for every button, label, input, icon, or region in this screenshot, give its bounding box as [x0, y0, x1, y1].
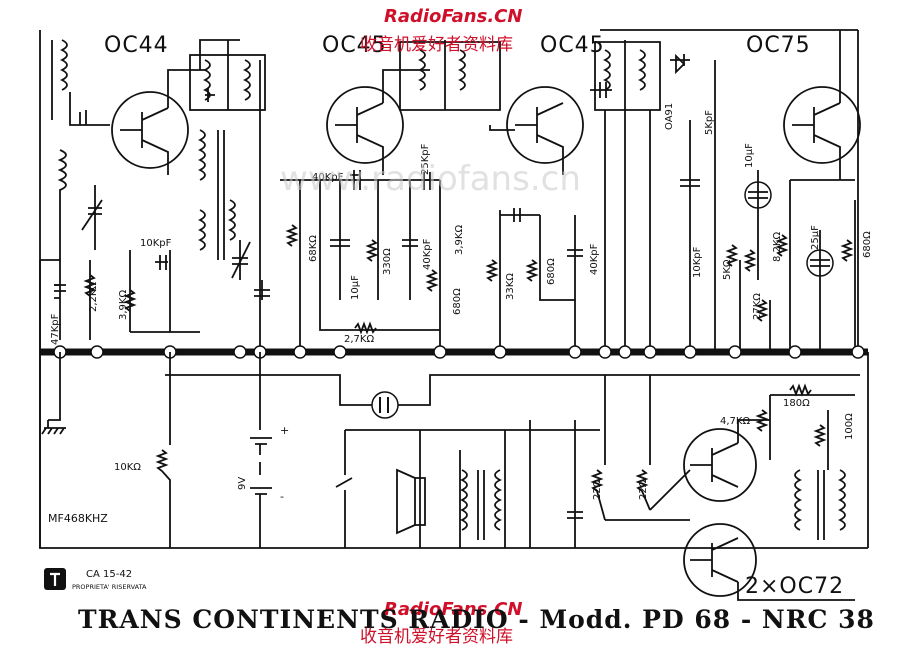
- label-c-10uf-b: 10μF: [744, 143, 755, 168]
- manufacturer-logo: [44, 568, 66, 590]
- transistor-oc45-a-label: OC45: [322, 33, 387, 58]
- label-r-680c: 680Ω: [862, 231, 873, 258]
- battery-plus-sign: +: [280, 424, 289, 437]
- watermark-site-bottom: RadioFans.CN: [384, 599, 522, 620]
- logo-code: CA 15-42: [86, 569, 132, 580]
- label-r-330: 330Ω: [382, 248, 393, 275]
- stage-oc45-b: OC45 33KΩ 680Ω 40KpF OA91 5KpF: [485, 33, 715, 352]
- label-c-5kpf: 5KpF: [704, 110, 715, 135]
- label-c-40kpf-b: 40KpF: [422, 238, 433, 270]
- watermark-faint: www.radiofans.cn: [280, 159, 581, 199]
- watermark-chinese-bottom: 收音机爱好者资料库: [360, 627, 513, 647]
- label-c-40kpf-a: 40KpF: [312, 172, 344, 183]
- stage-oc45-a: OC45 40KpF 25KpF 68KΩ 10μF 330Ω 40KpF 3,…: [280, 33, 501, 352]
- stage-oc44: OC44 47KpF 2,2KΩ: [40, 33, 240, 345]
- label-r-680a: 680Ω: [452, 288, 463, 315]
- label-r-3k9a: 3,9KΩ: [118, 290, 129, 320]
- bus-junctions: [53, 345, 865, 359]
- electrolytic-bypass: [371, 391, 399, 419]
- transistor-oc75-label: OC75: [746, 33, 811, 58]
- stage-oc75: OC75 10μF 10KpF 5KΩ 8,2KΩ 25μF 680Ω 27KΩ: [680, 30, 873, 352]
- label-r-22b: 22Ω: [638, 479, 649, 500]
- transistor-oc44-label: OC44: [104, 33, 169, 58]
- electrolytic-25uf: [806, 249, 834, 277]
- label-r-8k2: 8,2KΩ: [772, 232, 783, 262]
- label-r-33k: 33KΩ: [505, 273, 516, 300]
- label-r-180: 180Ω: [783, 398, 810, 409]
- label-r-680b: 680Ω: [546, 258, 557, 285]
- label-r-5k: 5KΩ: [722, 259, 733, 280]
- label-c-25uf: 25μF: [810, 225, 821, 250]
- watermark-chinese-top: 收音机爱好者资料库: [360, 35, 513, 55]
- electrolytic-10uf-b: [744, 181, 772, 209]
- label-r-22a: 22Ω: [592, 479, 603, 500]
- if-transformer-1: [123, 40, 270, 352]
- label-c-10kpf-b: 10KpF: [692, 246, 703, 278]
- label-r-2k2: 2,2KΩ: [88, 282, 99, 312]
- label-c-47kpf: 47KpF: [50, 313, 61, 345]
- label-c-10uf-a: 10μF: [350, 275, 361, 300]
- watermark-site-top: RadioFans.CN: [384, 6, 522, 27]
- label-r-4k7: 4,7KΩ: [720, 416, 750, 427]
- label-r-68k: 68KΩ: [308, 235, 319, 262]
- frame-wires: [39, 29, 869, 549]
- label-c-40kpf-c: 40KpF: [589, 243, 600, 275]
- label-r-3k9b: 3,9KΩ: [454, 225, 465, 255]
- label-if-frequency: MF468KHZ: [48, 512, 108, 525]
- transistor-oc72-pair-label: 2×OC72: [745, 574, 844, 599]
- label-battery-9v: 9V: [237, 477, 248, 490]
- schematic-title: TRANS CONTINENTS RADIO - Modd. PD 68 - N…: [78, 605, 875, 634]
- label-r-10k: 10KΩ: [114, 462, 141, 473]
- transistor-oc45-b-label: OC45: [540, 33, 605, 58]
- label-c-25kpf: 25KpF: [420, 143, 431, 175]
- label-r-27k: 27KΩ: [752, 293, 763, 320]
- label-diode-oa91: OA91: [664, 103, 675, 130]
- label-c-10kpf-a: 10KpF: [140, 238, 172, 249]
- logo-rights: PROPRIETA' RISERVATA: [72, 583, 147, 591]
- battery-minus-sign: -: [280, 490, 284, 503]
- lower-section: [41, 352, 860, 601]
- label-r-2k7: 2,7KΩ: [344, 334, 374, 345]
- label-r-100: 100Ω: [844, 413, 855, 440]
